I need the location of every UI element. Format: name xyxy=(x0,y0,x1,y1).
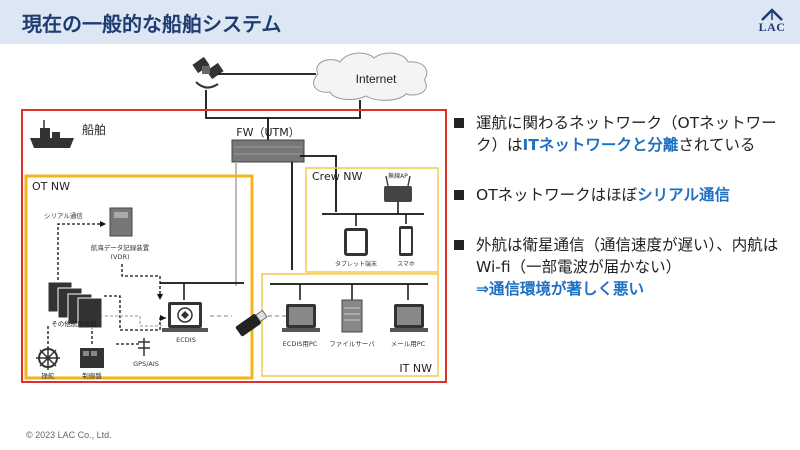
bullet-text-suffix: されている xyxy=(678,136,756,154)
other-devices-label: その他航用機器 xyxy=(51,319,97,328)
tablet-icon xyxy=(344,228,368,256)
control-panel-icon xyxy=(80,348,104,368)
file-server-label: ファイルサーバ xyxy=(329,340,375,348)
vdr-device-icon xyxy=(109,207,133,237)
bullet-text: 外航は衛星通信（通信速度が遅い）、内航はWi-fi（一部電波が届かない） xyxy=(476,236,779,276)
logo-mark-icon xyxy=(761,8,783,21)
vdr-label-line1: 航海データ記録装置 xyxy=(91,243,150,252)
rudder-label: 操舵 xyxy=(42,371,56,380)
bullet-highlight: シリアル通信 xyxy=(637,186,731,204)
header-bar: 現在の一般的な船舶システム LAC xyxy=(0,0,800,44)
bullet-highlight: ⇒通信環境が著しく悪い xyxy=(476,280,644,298)
crew-nw-label: Crew NW xyxy=(312,170,362,183)
it-nw-label: IT NW xyxy=(399,362,432,375)
gps-ais-label: GPS/AIS xyxy=(133,360,159,368)
page-title: 現在の一般的な船舶システム xyxy=(22,12,282,36)
ot-nw-boundary xyxy=(24,174,254,380)
mail-pc-icon xyxy=(390,304,428,332)
bullet-square-icon xyxy=(454,190,464,200)
bullet-square-icon xyxy=(454,118,464,128)
internet-label: Internet xyxy=(356,72,397,86)
ecdis-laptop-icon xyxy=(162,302,208,332)
satellite-icon xyxy=(192,56,224,89)
vdr-label-line2: (VDR) xyxy=(110,253,129,261)
it-nw-boundary xyxy=(261,273,439,377)
serial-label: シリアル通信 xyxy=(44,211,83,220)
bullet-text: OTネットワークはほぼ xyxy=(476,186,638,204)
bullet-square-icon xyxy=(454,240,464,250)
tablet-label: タブレット端末 xyxy=(335,260,377,268)
wifi-ap-icon xyxy=(384,175,412,202)
bullet-highlight: ITネットワークと分離 xyxy=(522,136,679,154)
smartphone-label: スマホ xyxy=(397,261,415,268)
mail-pc-label: メール用PC xyxy=(391,340,426,348)
file-server-icon xyxy=(341,299,363,333)
bullet-item: 外航は衛星通信（通信速度が遅い）、内航はWi-fi（一部電波が届かない） ⇒通信環… xyxy=(452,234,792,300)
wifi-ap-label: 無線AP xyxy=(388,172,408,180)
steering-wheel-icon xyxy=(36,346,60,370)
fw-label: FW（UTM） xyxy=(236,126,299,139)
ship-boundary xyxy=(21,109,447,383)
firewall-device xyxy=(231,139,305,163)
bullet-list: 運航に関わるネットワーク（OTネットワーク）はITネットワークと分離されている … xyxy=(452,112,792,328)
bullet-item: 運航に関わるネットワーク（OTネットワーク）はITネットワークと分離されている xyxy=(452,112,792,156)
control-panel-label: 制御盤 xyxy=(82,371,102,380)
smartphone-icon xyxy=(399,226,413,256)
logo-text: LAC xyxy=(758,20,786,34)
ecdis-pc-icon xyxy=(282,304,320,332)
ecdis-pc-label: ECDIS用PC xyxy=(283,340,318,348)
ship-label: 船舶 xyxy=(82,122,106,137)
lac-logo: LAC xyxy=(752,6,792,38)
gps-ais-antenna-icon xyxy=(138,338,150,356)
ship-icon xyxy=(30,120,74,148)
crew-nw-boundary xyxy=(305,167,439,273)
internet-cloud: Internet xyxy=(313,52,428,101)
ecdis-label: ECDIS xyxy=(176,336,196,344)
bullet-item: OTネットワークはほぼシリアル通信 xyxy=(452,184,792,206)
other-navigation-devices-icon xyxy=(47,281,103,329)
ot-nw-label: OT NW xyxy=(32,180,70,193)
copyright-footer: © 2023 LAC Co., Ltd. xyxy=(26,430,112,440)
bullet-text: 運航に関わるネットワーク（OTネットワーク）は xyxy=(476,114,777,154)
usb-stick-icon xyxy=(235,309,268,337)
